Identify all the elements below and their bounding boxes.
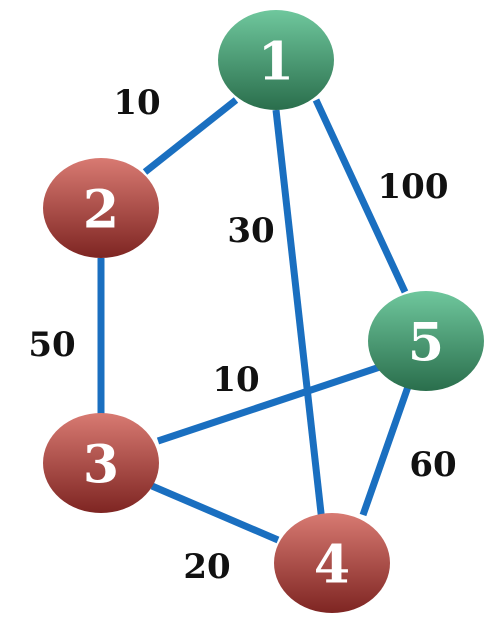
- edge-1-4: [272, 109, 326, 523]
- weight-label-3-4: 20: [183, 547, 230, 587]
- weight-label-1-2: 10: [113, 83, 160, 123]
- weight-label-1-4: 30: [227, 211, 274, 251]
- node-1-circle: [218, 10, 334, 110]
- node-5-circle: [368, 291, 484, 391]
- node-4-label: 4: [314, 535, 350, 596]
- node-1: 1: [218, 10, 334, 110]
- edge-3-4: [150, 482, 280, 544]
- edge-5-4: [359, 379, 414, 517]
- weight-label-1-5: 100: [378, 167, 449, 207]
- node-4: 4: [274, 513, 390, 613]
- node-5: 5: [368, 291, 484, 391]
- node-4-circle: [274, 513, 390, 613]
- node-2-label: 2: [83, 180, 119, 241]
- weights-layer: 10 30 100 50 10 20 60: [28, 83, 456, 587]
- edges-layer: [97, 97, 414, 544]
- node-3: 3: [43, 413, 159, 513]
- node-3-label: 3: [83, 435, 119, 496]
- node-2: 2: [43, 158, 159, 258]
- edge-1-5: [312, 98, 409, 294]
- node-2-circle: [43, 158, 159, 258]
- edge-1-2: [142, 97, 239, 175]
- node-5-label: 5: [408, 313, 444, 374]
- node-3-circle: [43, 413, 159, 513]
- weight-label-2-3: 50: [28, 325, 75, 365]
- edge-3-5: [156, 362, 385, 445]
- node-1-label: 1: [258, 32, 294, 93]
- weight-label-3-5: 10: [212, 360, 259, 400]
- nodes-layer: 1 2 3 4 5: [43, 10, 484, 613]
- weight-label-5-4: 60: [409, 445, 456, 485]
